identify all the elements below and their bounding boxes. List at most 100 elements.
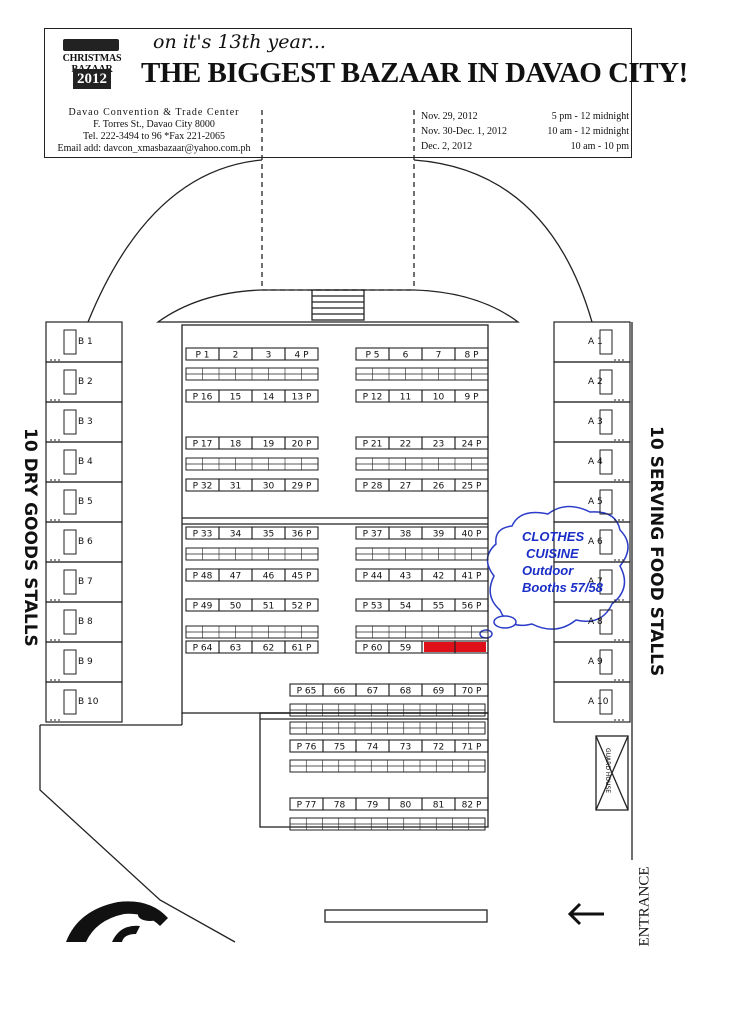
food-stall-table bbox=[599, 609, 613, 635]
main-right-booth-label: P 5 bbox=[365, 351, 379, 361]
main-left-booth-label: 46 bbox=[263, 572, 275, 582]
schedule-time: 5 pm - 12 midnight bbox=[551, 111, 629, 122]
dashed-connector bbox=[261, 110, 415, 291]
lower-booth-label: 78 bbox=[334, 801, 346, 811]
main-right-booth-label: 25 P bbox=[462, 482, 482, 492]
lower-booth bbox=[454, 739, 489, 753]
main-right-booth bbox=[454, 598, 489, 612]
main-right-booth-label: P 44 bbox=[363, 572, 383, 582]
main-right-booth-label: 55 bbox=[433, 602, 444, 612]
schedule-time: 10 am - 10 pm bbox=[570, 141, 629, 152]
bottom-bar bbox=[324, 909, 488, 923]
main-left-booth bbox=[284, 568, 319, 582]
callout-line: CUISINE bbox=[526, 546, 579, 561]
lower-booth-label: 68 bbox=[400, 687, 412, 697]
venue-line: Email add: davcon_xmasbazaar@yahoo.com.p… bbox=[57, 143, 251, 154]
lower-booth-label: 75 bbox=[334, 743, 345, 753]
main-right-booth-label: 39 bbox=[433, 530, 445, 540]
main-right-booth-label: P 37 bbox=[363, 530, 383, 540]
dry-goods-stall-label: B 2 bbox=[78, 377, 93, 387]
main-right-booth bbox=[454, 568, 489, 582]
main-left-booth-label: 4 P bbox=[294, 351, 309, 361]
main-right-booth-label: 59 bbox=[400, 644, 412, 654]
schedule-row: Nov. 29, 2012 5 pm - 12 midnight bbox=[417, 109, 631, 124]
main-left-booth-label: 52 P bbox=[292, 602, 312, 612]
schedule-time: 10 am - 12 midnight bbox=[547, 126, 629, 137]
main-left-booth-label: 34 bbox=[230, 530, 242, 540]
dry-goods-stall-table bbox=[63, 329, 77, 355]
main-right-booth-label: 7 bbox=[436, 351, 442, 361]
food-stall-label: A 2 bbox=[588, 377, 603, 387]
main-left-booth-label: P 48 bbox=[193, 572, 213, 582]
schedule-row: Dec. 2, 2012 10 am - 10 pm bbox=[417, 139, 631, 154]
main-right-booth-label: P 53 bbox=[363, 602, 383, 612]
main-right-booth bbox=[454, 478, 489, 492]
dry-goods-stall-label: B 4 bbox=[78, 457, 93, 467]
venue-info: Davao Convention & Trade Center F. Torre… bbox=[47, 107, 261, 155]
dry-goods-stall-table bbox=[63, 449, 77, 475]
main-left-booth-label: 19 bbox=[263, 440, 275, 450]
main-left-booth-label: P 17 bbox=[193, 440, 213, 450]
lower-booth-label: 80 bbox=[400, 801, 412, 811]
main-right-booth-label: 8 P bbox=[464, 351, 479, 361]
main-left-booth-label: 50 bbox=[230, 602, 242, 612]
main-right-booth-label: 24 P bbox=[462, 440, 482, 450]
main-right-booth-label: 26 bbox=[433, 482, 445, 492]
dry-goods-stall-label: B 5 bbox=[78, 497, 93, 507]
logo-banner bbox=[63, 39, 119, 51]
dry-goods-stall-table bbox=[63, 529, 77, 555]
food-stall-table bbox=[599, 569, 613, 595]
dry-goods-stall-label: B 6 bbox=[78, 537, 93, 547]
lower-booth-label: P 76 bbox=[297, 743, 317, 753]
arch-outline bbox=[413, 159, 593, 323]
lower-booth-label: 81 bbox=[433, 801, 444, 811]
tagline: on it's 13th year... bbox=[153, 31, 326, 53]
food-stall-table bbox=[599, 409, 613, 435]
entrance-label-box: ENTRANCE bbox=[636, 862, 653, 952]
main-left-booth-label: 47 bbox=[230, 572, 241, 582]
food-stall-label: A 3 bbox=[588, 417, 603, 427]
main-left-booth-label: P 33 bbox=[193, 530, 213, 540]
guard-house-label: GUARD HOUSE bbox=[604, 748, 611, 793]
dry-goods-stall-label: B 1 bbox=[78, 337, 93, 347]
callout-line: Outdoor bbox=[522, 563, 574, 578]
lower-booth-label: 70 P bbox=[462, 687, 482, 697]
main-left-booth-label: 20 P bbox=[292, 440, 312, 450]
dry-goods-stall-label: B 3 bbox=[78, 417, 93, 427]
lower-booth-label: P 65 bbox=[297, 687, 317, 697]
food-stall-table bbox=[599, 329, 613, 355]
logo-year: 2012 bbox=[73, 69, 111, 89]
callout-line: CLOTHES bbox=[522, 529, 585, 544]
header-box: CHRISTMAS BAZAAR 2012 on it's 13th year.… bbox=[44, 28, 688, 158]
schedule-row: Nov. 30-Dec. 1, 2012 10 am - 12 midnight bbox=[417, 124, 631, 139]
main-left-booth-label: 14 bbox=[263, 393, 275, 403]
main-right-booth-label: 40 P bbox=[462, 530, 482, 540]
dry-goods-stall-table bbox=[63, 489, 77, 515]
main-left-booth bbox=[284, 436, 319, 450]
food-stall-table bbox=[599, 449, 613, 475]
dry-goods-stall-table bbox=[63, 409, 77, 435]
lower-booth-label: 67 bbox=[367, 687, 378, 697]
lower-booth-label: 79 bbox=[367, 801, 379, 811]
food-stall-table bbox=[599, 689, 613, 715]
food-stall-label: A 6 bbox=[588, 537, 603, 547]
food-stall-label: A 7 bbox=[588, 577, 603, 587]
venue-line: Tel. 222-3494 to 96 *Fax 221-2065 bbox=[82, 131, 226, 142]
main-right-booth-label: 11 bbox=[400, 393, 411, 403]
main-left-booth bbox=[284, 526, 319, 540]
lower-booth-label: 69 bbox=[433, 687, 445, 697]
main-right-booth-label: P 12 bbox=[363, 393, 383, 403]
main-left-booth-label: 51 bbox=[263, 602, 274, 612]
lower-booth-label: 72 bbox=[433, 743, 444, 753]
lower-booth-label: 73 bbox=[400, 743, 411, 753]
main-right-booth-label: P 21 bbox=[363, 440, 383, 450]
food-stall-table bbox=[599, 529, 613, 555]
main-left-booth bbox=[284, 640, 319, 654]
guard-house-cross bbox=[595, 735, 629, 811]
main-right-booth-label: 27 bbox=[400, 482, 411, 492]
headline: THE BIGGEST BAZAAR IN DAVAO CITY! bbox=[141, 57, 688, 89]
main-right-booth-label: 22 bbox=[400, 440, 411, 450]
main-left-booth-label: 63 bbox=[230, 644, 241, 654]
